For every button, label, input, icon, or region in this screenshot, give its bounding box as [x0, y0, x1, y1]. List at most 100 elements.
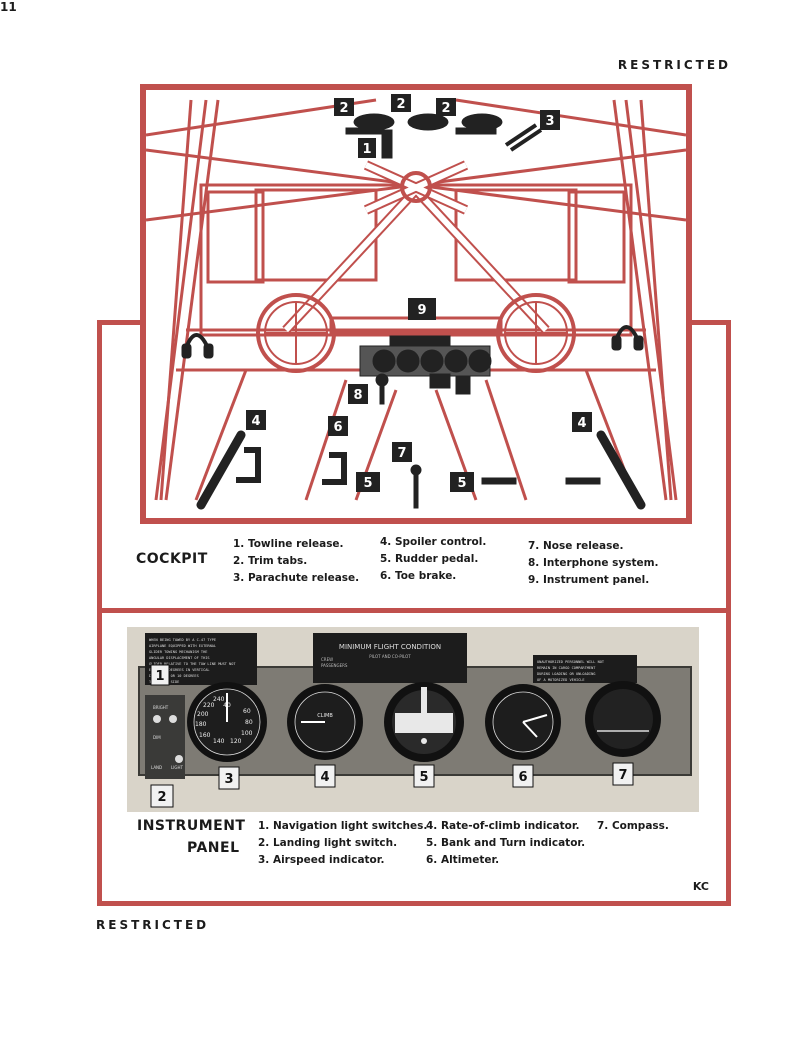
cockpit-callout: 4: [246, 410, 266, 430]
airspeed-tick: 220: [203, 702, 215, 709]
svg-text:UNAUTHORIZED PERSONNEL WILL NO: UNAUTHORIZED PERSONNEL WILL NOT REMAIN I…: [537, 660, 606, 682]
airspeed-tick: 160: [199, 732, 211, 739]
nav-light-switch: [169, 715, 177, 723]
switch-label-dim: DIM: [153, 735, 161, 740]
svg-text:2: 2: [339, 101, 348, 116]
legend-item: 1. Navigation light switches.: [258, 820, 428, 832]
page-number: 11: [0, 0, 17, 14]
airspeed-tick: 140: [213, 738, 225, 745]
svg-text:6: 6: [518, 770, 527, 785]
airspeed-tick: 80: [245, 719, 253, 726]
restricted-header: RESTRICTED: [617, 58, 731, 72]
cockpit-legend-col1: 1. Towline release. 2. Trim tabs. 3. Par…: [233, 536, 359, 587]
airspeed-tick: 240: [213, 696, 225, 703]
svg-text:3: 3: [545, 114, 554, 129]
cockpit-callout: 2: [334, 98, 354, 116]
instrument-panel-drawing: WHEN BEING TOWED BY A C-47 TYPE AIRPLANE…: [138, 633, 692, 808]
cockpit-callout: 8: [348, 384, 368, 404]
switch-label-light: LIGHT: [171, 765, 184, 770]
cockpit-callout: 4: [572, 412, 592, 432]
svg-text:1: 1: [155, 669, 164, 684]
switch-label-land: LAND: [151, 765, 162, 770]
svg-text:2: 2: [441, 101, 450, 116]
climb-label: CLIMB: [317, 713, 333, 719]
cockpit-callout: 7: [392, 442, 412, 462]
cockpit-callout: 3: [540, 110, 560, 130]
cockpit-heading: COCKPIT: [136, 551, 208, 567]
svg-text:4: 4: [577, 416, 586, 431]
legend-item: 7. Compass.: [597, 820, 669, 832]
panel-callout: 2: [150, 784, 174, 808]
cockpit-callout: 2: [436, 98, 456, 116]
cockpit-legend-col2: 4. Spoiler control. 5. Rudder pedal. 6. …: [380, 534, 486, 585]
rate-of-climb-indicator: CLIMB: [287, 684, 363, 760]
cockpit-illustration: 1 2 2 2 3 9 8 4 4 6 7 5 5: [140, 84, 692, 524]
legend-item: 2. Trim tabs.: [233, 555, 308, 567]
panel-callout: 6: [512, 764, 534, 788]
panel-callout: 5: [413, 764, 435, 788]
placard-center-sub: PILOT AND CO-PILOT: [369, 654, 411, 659]
legend-item: 6. Toe brake.: [380, 570, 457, 582]
legend-item: 1. Towline release.: [233, 538, 344, 550]
panel-callout: 1: [150, 664, 170, 686]
instrument-legend-col3: 7. Compass.: [597, 818, 669, 835]
legend-item: 5. Bank and Turn indicator.: [426, 837, 586, 849]
airspeed-tick: 120: [230, 738, 242, 745]
svg-text:5: 5: [457, 476, 466, 491]
svg-text:8: 8: [353, 388, 362, 403]
panel-callout: 4: [314, 764, 336, 788]
cockpit-legend-col3: 7. Nose release. 8. Interphone system. 9…: [528, 538, 659, 589]
restricted-footer: RESTRICTED: [96, 918, 210, 932]
cockpit-callout: 5: [450, 472, 474, 492]
svg-text:9: 9: [417, 303, 426, 318]
panel-callout: 3: [218, 766, 240, 790]
airspeed-tick: 100: [241, 730, 253, 737]
placard-center-pass: PASSENGERS: [321, 663, 348, 668]
section-divider: [97, 608, 731, 613]
cockpit-callout: 1: [358, 138, 376, 158]
svg-text:6: 6: [333, 420, 342, 435]
switch-label-bright: BRIGHT: [153, 705, 169, 710]
legend-item: 3. Airspeed indicator.: [258, 854, 385, 866]
altimeter: [485, 684, 561, 760]
nav-light-switch: [153, 715, 161, 723]
compass: [585, 681, 661, 757]
placard-center-crew: CREW: [321, 657, 333, 662]
svg-text:7: 7: [397, 446, 406, 461]
legend-item: 3. Parachute release.: [233, 572, 360, 584]
landing-light-switch: [175, 755, 183, 763]
legend-item: 7. Nose release.: [528, 540, 624, 552]
cockpit-callout: 5: [356, 472, 380, 492]
svg-text:5: 5: [419, 770, 428, 785]
legend-item: 5. Rudder pedal.: [380, 553, 479, 565]
instrument-legend-col1: 1. Navigation light switches. 2. Landing…: [258, 818, 427, 869]
legend-item: 4. Rate-of-climb indicator.: [426, 820, 580, 832]
svg-text:5: 5: [363, 476, 372, 491]
instrument-panel-photo: WHEN BEING TOWED BY A C-47 TYPE AIRPLANE…: [127, 627, 699, 812]
svg-text:4: 4: [320, 770, 329, 785]
artist-credit: KC: [692, 880, 709, 893]
instrument-heading-line2: PANEL: [187, 840, 240, 856]
instrument-legend-col2: 4. Rate-of-climb indicator. 5. Bank and …: [426, 818, 585, 869]
cockpit-drawing: 1 2 2 2 3 9 8 4 4 6 7 5 5: [145, 94, 687, 510]
airspeed-tick: 60: [243, 708, 251, 715]
airspeed-tick: 200: [197, 711, 209, 718]
instrument-heading-line1: INSTRUMENT: [137, 818, 246, 834]
svg-text:3: 3: [224, 772, 233, 787]
svg-text:4: 4: [251, 414, 260, 429]
svg-text:1: 1: [362, 142, 371, 157]
legend-item: 8. Interphone system.: [528, 557, 659, 569]
svg-text:2: 2: [157, 790, 166, 805]
airspeed-tick: 180: [195, 721, 207, 728]
cockpit-callout: 9: [408, 298, 436, 320]
legend-item: 4. Spoiler control.: [380, 536, 487, 548]
placard-center-title: MINIMUM FLIGHT CONDITION: [339, 643, 441, 651]
panel-callout: 7: [612, 762, 634, 786]
legend-item: 2. Landing light switch.: [258, 837, 398, 849]
airspeed-indicator: 40 60 80 100 120 140 160 180 200 220 240: [187, 682, 267, 762]
cockpit-callout: 2: [391, 94, 411, 112]
legend-item: 9. Instrument panel.: [528, 574, 650, 586]
svg-text:7: 7: [618, 768, 627, 783]
cockpit-callout: 6: [328, 416, 348, 436]
svg-text:2: 2: [396, 97, 405, 112]
